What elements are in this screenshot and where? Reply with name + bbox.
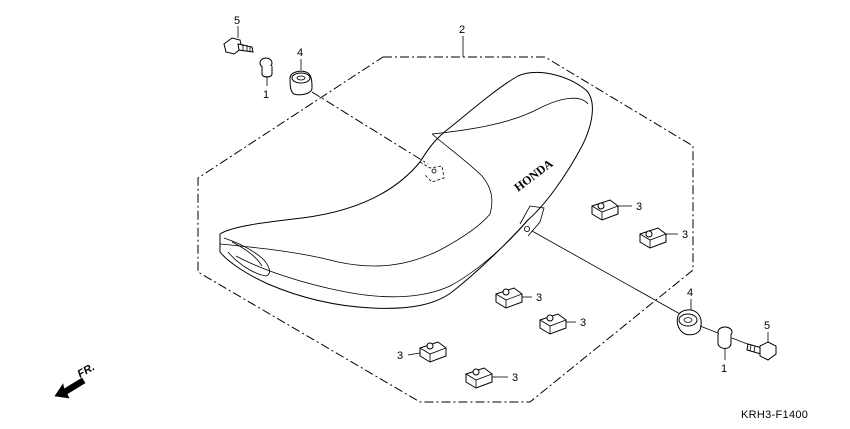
clip-1 bbox=[591, 199, 632, 221]
callout-clip-4: 3 bbox=[580, 317, 586, 329]
clip-4-body bbox=[539, 313, 567, 335]
clip-6-body bbox=[465, 367, 493, 389]
callout-collar-right: 1 bbox=[721, 363, 727, 375]
bolt-right-head bbox=[759, 341, 777, 361]
clip-4-nub bbox=[546, 314, 554, 322]
seat-surface-line bbox=[219, 213, 491, 267]
callout-clip-5: 3 bbox=[397, 350, 403, 362]
clip-3 bbox=[495, 287, 532, 309]
clip-5-body bbox=[419, 341, 447, 363]
clip-2-nub bbox=[645, 230, 653, 238]
seat-front-curve bbox=[431, 133, 493, 215]
collar-right bbox=[717, 326, 733, 349]
bolt-left-shank bbox=[237, 43, 254, 53]
grommet-right-face bbox=[678, 313, 698, 327]
grommet-right-hole bbox=[683, 317, 693, 323]
front-arrow-icon bbox=[54, 377, 86, 399]
clip-2 bbox=[639, 227, 678, 249]
bolt-right-thread-1 bbox=[749, 344, 752, 352]
callout-clip-6: 3 bbox=[512, 372, 518, 384]
clip-6-nub bbox=[472, 368, 480, 376]
clip-6 bbox=[465, 367, 508, 389]
seat-hidden-hole bbox=[431, 168, 437, 174]
callout-bolt-right: 5 bbox=[764, 320, 770, 332]
callout-clip-2: 3 bbox=[682, 229, 688, 241]
bolt-right-thread-2 bbox=[753, 345, 756, 353]
grommet-left bbox=[289, 70, 313, 96]
assembly-boundary bbox=[197, 56, 694, 403]
collar-left bbox=[259, 57, 273, 78]
alignment-line-right-2 bbox=[699, 325, 719, 334]
clip-1-body bbox=[591, 199, 619, 221]
seat-tail-inner bbox=[231, 241, 263, 267]
callout-clip-1: 3 bbox=[636, 201, 642, 213]
callout-grommet-left: 4 bbox=[297, 47, 303, 59]
drawing-code: KRH3-F1400 bbox=[741, 409, 808, 421]
callout-collar-left: 1 bbox=[263, 89, 269, 101]
alignment-line-left bbox=[311, 91, 429, 165]
bolt-left bbox=[223, 37, 254, 55]
seat-hidden-tab bbox=[419, 161, 445, 183]
clip-1-nub bbox=[597, 202, 605, 210]
leader-clip-5 bbox=[407, 352, 421, 356]
clip-5 bbox=[407, 341, 447, 363]
clip-2-body bbox=[639, 227, 667, 249]
bolt-right bbox=[746, 341, 777, 361]
callout-seat: 2 bbox=[459, 24, 465, 36]
callout-bolt-left: 5 bbox=[234, 15, 240, 27]
grommet-right bbox=[676, 309, 702, 336]
seat-bracket bbox=[519, 205, 545, 237]
seat-ridge bbox=[431, 97, 589, 135]
front-direction-indicator: FR. bbox=[54, 361, 97, 399]
alignment-line-right bbox=[531, 230, 681, 315]
grommet-left-hole bbox=[296, 75, 306, 81]
collar-left-body bbox=[261, 66, 273, 78]
grommet-left-face bbox=[291, 72, 311, 84]
clip-3-body bbox=[495, 287, 523, 309]
callout-grommet-right: 4 bbox=[687, 287, 693, 299]
seat-side-panel bbox=[235, 219, 529, 298]
callout-clip-3: 3 bbox=[536, 292, 542, 304]
clip-3-nub bbox=[502, 288, 510, 296]
seat: HONDA bbox=[219, 72, 593, 309]
front-direction-label: FR. bbox=[76, 361, 97, 380]
collar-right-body bbox=[717, 334, 732, 349]
alignment-line-right-3 bbox=[731, 337, 751, 346]
seat-bracket-hole bbox=[524, 225, 531, 232]
seat-tail-recess bbox=[223, 237, 270, 277]
clip-5-nub bbox=[426, 342, 434, 350]
clip-4 bbox=[539, 313, 576, 335]
